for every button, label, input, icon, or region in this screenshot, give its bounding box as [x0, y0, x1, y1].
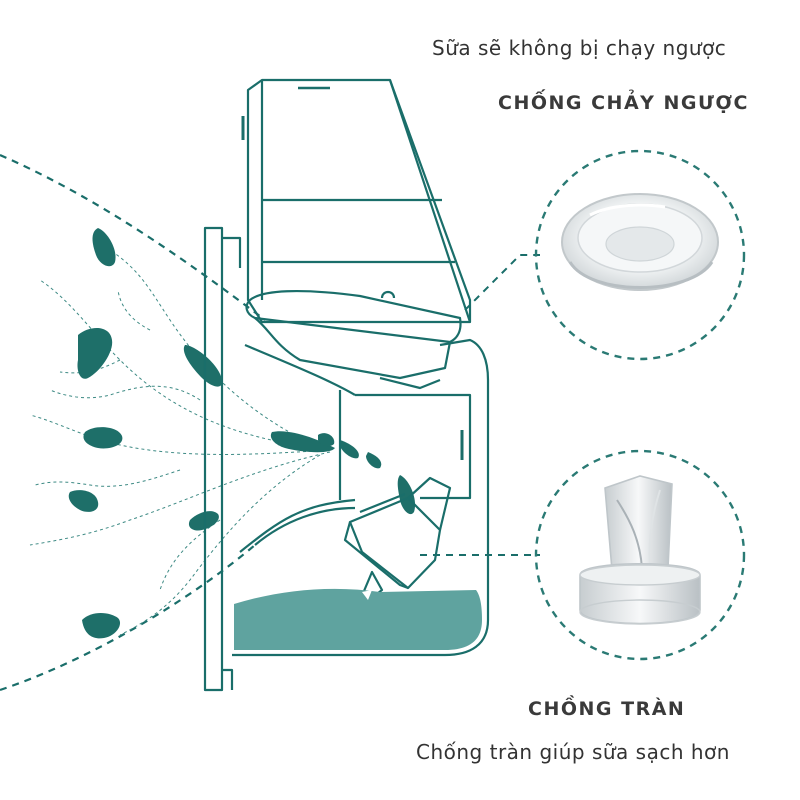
milk-fill — [234, 588, 482, 650]
bottom-subtitle: Chống tràn giúp sữa sạch hơn — [416, 740, 730, 764]
milk-ducts — [29, 249, 331, 636]
detail-circles — [534, 149, 746, 661]
top-subtitle: Sữa sẽ không bị chạy ngược — [432, 36, 727, 60]
bottom-heading: CHỒNG TRÀN — [528, 698, 686, 720]
duckbill-valve-image — [579, 475, 701, 625]
top-heading: CHỐNG CHẢY NGƯỢC — [498, 92, 749, 114]
milk-droplets — [68, 228, 416, 639]
pump-body — [203, 78, 490, 692]
breast-outline — [0, 153, 266, 692]
leader-lines — [420, 254, 540, 556]
diaphragm-cap-image — [561, 193, 719, 291]
